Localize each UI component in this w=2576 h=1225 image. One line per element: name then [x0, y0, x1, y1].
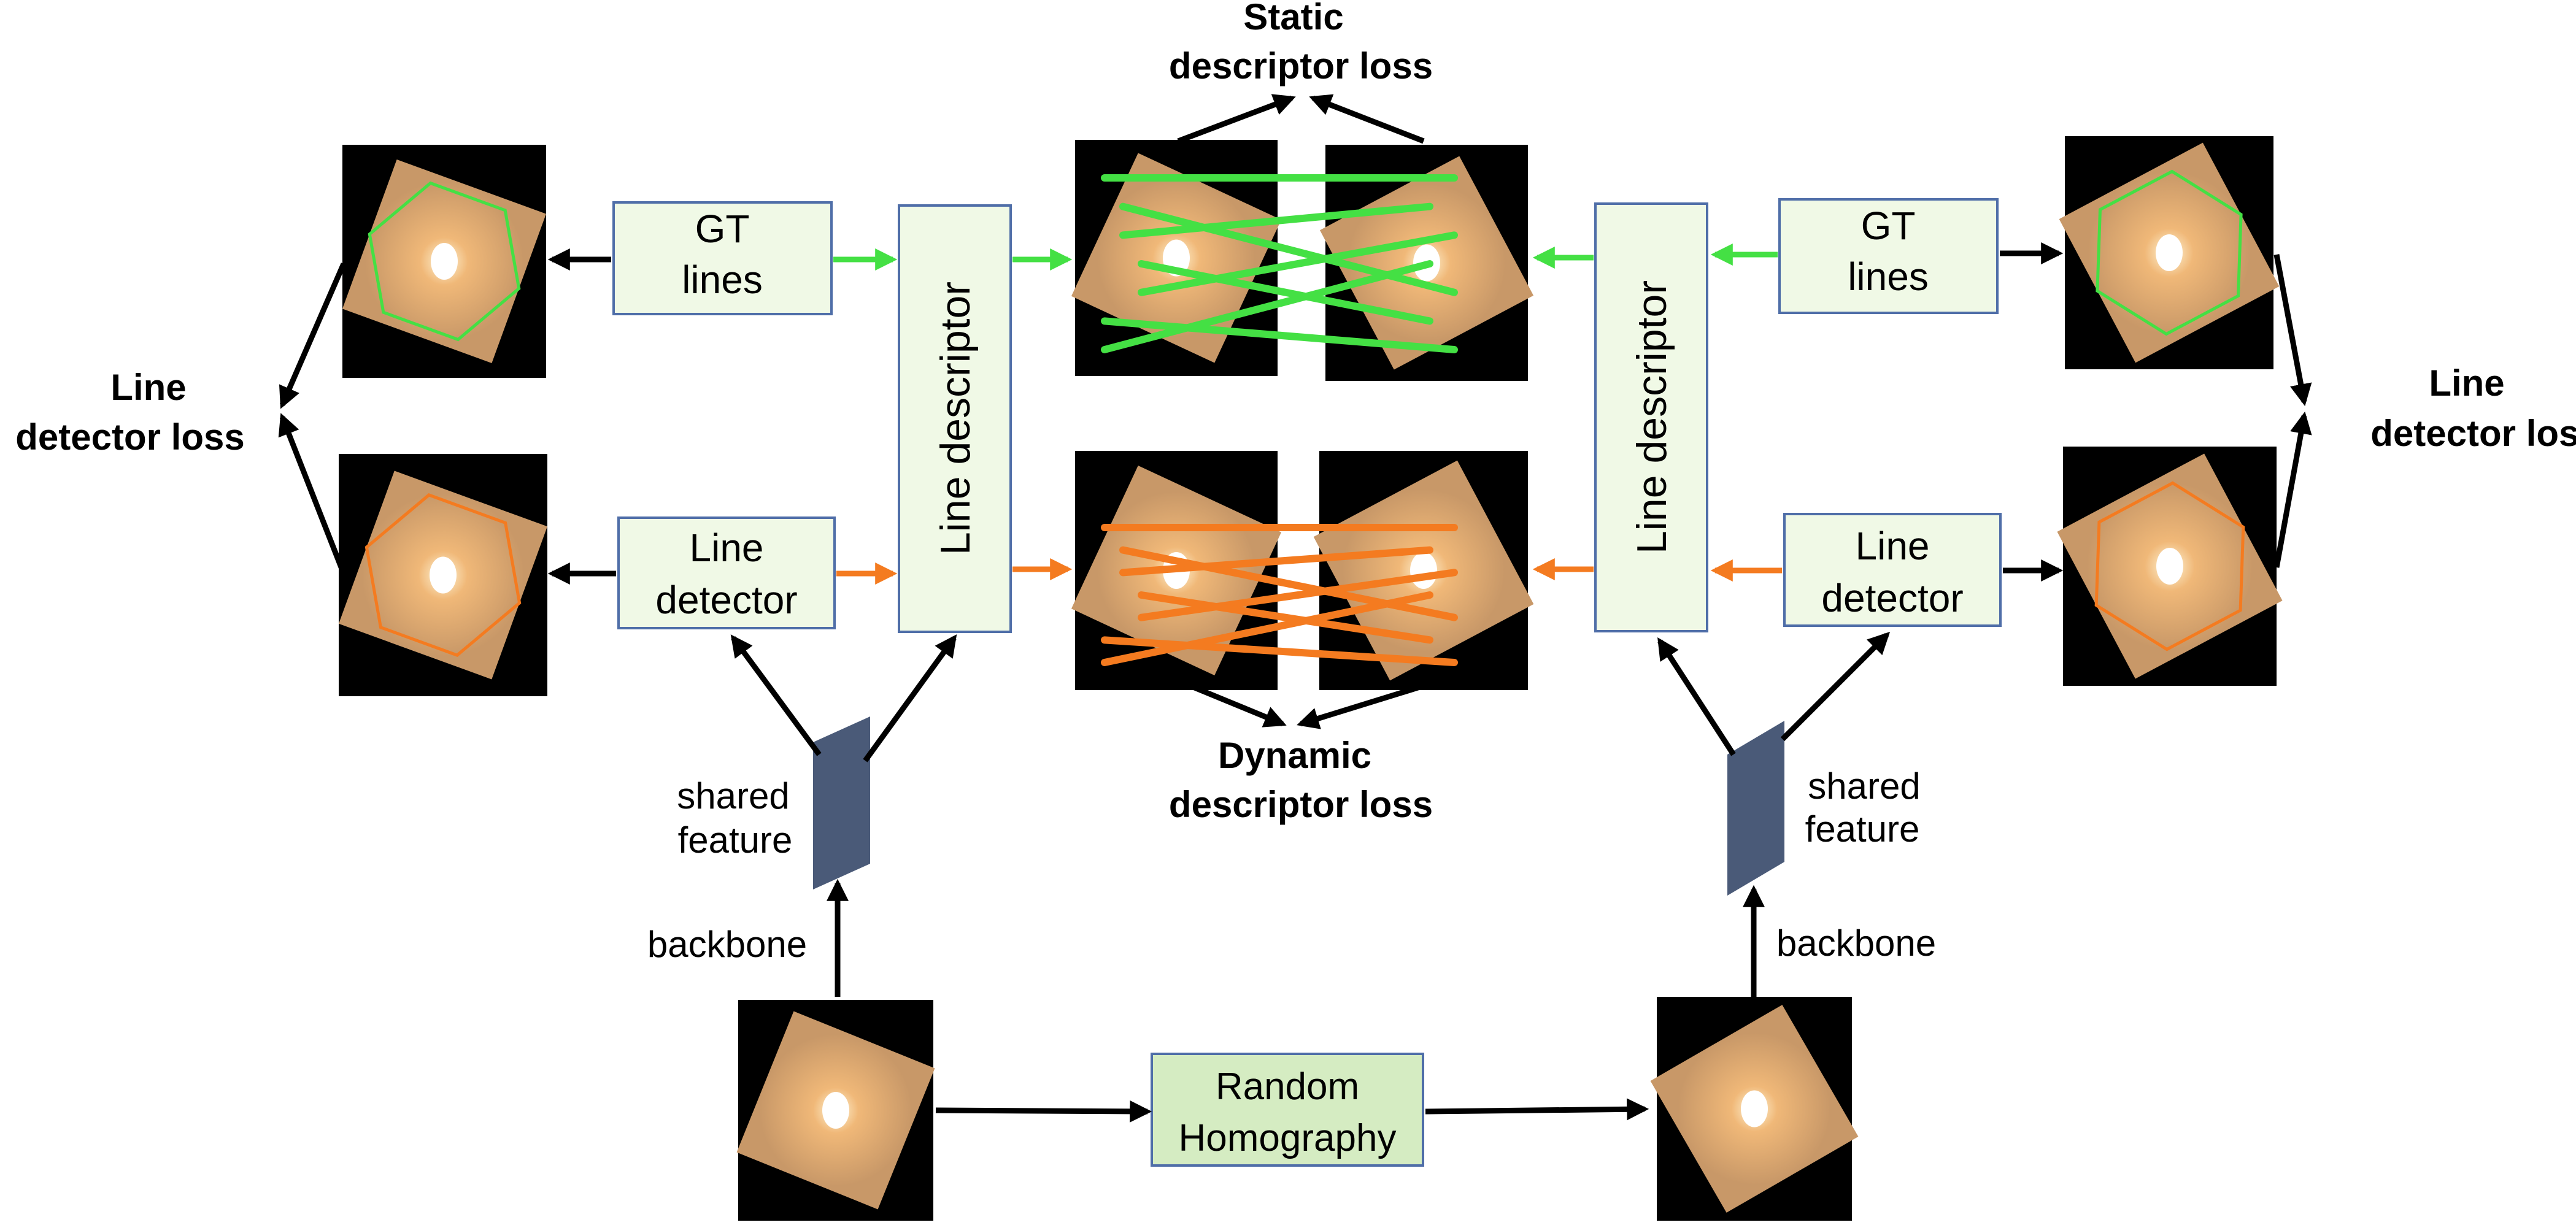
- line-detector-left-label-2: detector: [655, 578, 797, 622]
- black-arrows: [278, 94, 2312, 1123]
- line-detector-right-box: Line detector: [1783, 513, 2002, 627]
- gt-lines-right-box: GT lines: [1778, 198, 1999, 314]
- shared-feature-right-block: [1727, 721, 1784, 896]
- line-descriptor-right-label: Line descriptor: [1629, 280, 1675, 554]
- random-homography-label-2: Homography: [1179, 1117, 1397, 1159]
- static-match-lines: [1101, 174, 1458, 353]
- right-gt-image: [2059, 136, 2280, 369]
- dynamic-loss-caption-2: descriptor loss: [1169, 784, 1433, 825]
- backbone-right-caption: backbone: [1776, 923, 1936, 964]
- gt-lines-left-label-1: GT: [695, 207, 750, 251]
- line-detector-loss-right-caption-2: detector loss: [2370, 413, 2576, 454]
- shared-feature-left-block: [813, 716, 870, 889]
- line-descriptor-left-label: Line descriptor: [932, 282, 979, 555]
- input-image: [736, 1000, 935, 1221]
- line-detector-loss-left-caption-1: Line: [110, 367, 186, 408]
- dynamic-loss-caption-1: Dynamic: [1218, 735, 1371, 776]
- line-detector-left-box: Line detector: [617, 516, 836, 629]
- warped-image: [1650, 997, 1859, 1221]
- left-det-image: [339, 454, 547, 696]
- line-detector-loss-right-caption-1: Line: [2429, 363, 2504, 404]
- right-det-image: [2057, 447, 2283, 686]
- left-gt-image: [342, 145, 546, 378]
- green-arrows: [833, 244, 1778, 271]
- backbone-left-caption: backbone: [647, 924, 807, 965]
- line-detector-left-label-1: Line: [690, 526, 764, 570]
- line-detector-right-label-1: Line: [1856, 524, 1930, 568]
- random-homography-label-1: Random: [1216, 1066, 1359, 1108]
- gt-lines-left-box: GT lines: [612, 201, 833, 315]
- line-descriptor-left-box: Line descriptor: [898, 204, 1012, 633]
- dynamic-match-lines: [1101, 524, 1458, 666]
- line-descriptor-right-box: Line descriptor: [1594, 202, 1708, 632]
- static-loss-caption-1: Static: [1243, 0, 1343, 37]
- shared-feature-right-caption-1: shared: [1808, 766, 1920, 807]
- random-homography-box: Random Homography: [1151, 1053, 1424, 1167]
- shared-feature-right-caption-2: feature: [1805, 808, 1920, 850]
- gt-lines-right-label-1: GT: [1861, 204, 1916, 248]
- line-detector-right-label-2: detector: [1821, 576, 1963, 620]
- static-loss-caption-2: descriptor loss: [1169, 45, 1433, 86]
- shared-feature-left-caption-2: feature: [678, 820, 793, 861]
- center-bot-right-image: [1313, 451, 1534, 690]
- gt-lines-left-label-2: lines: [682, 258, 763, 302]
- orange-arrows: [836, 558, 1782, 585]
- shared-feature-left-caption-1: shared: [677, 775, 789, 816]
- gt-lines-right-label-2: lines: [1848, 255, 1929, 299]
- line-detector-loss-left-caption-2: detector loss: [15, 417, 244, 458]
